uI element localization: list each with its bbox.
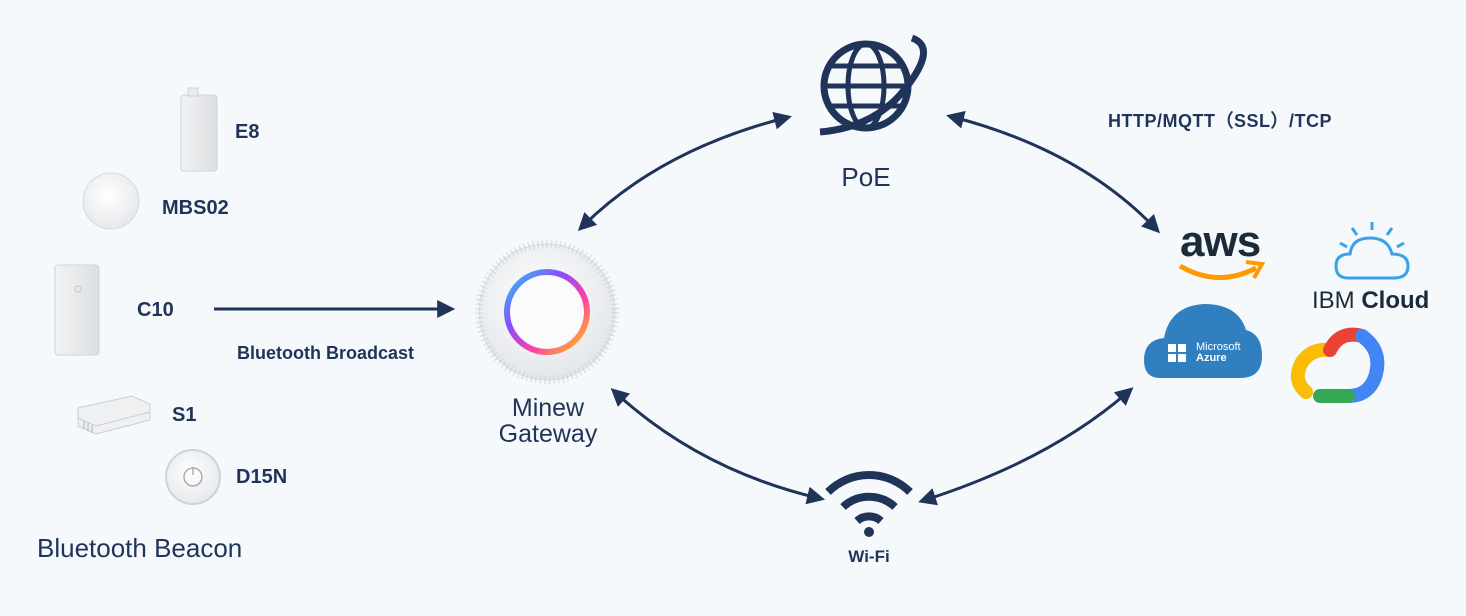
- ibm-cloud-icon: [1334, 222, 1410, 280]
- beacon-label-d15n: D15N: [236, 466, 288, 488]
- broadcast-label: Bluetooth Broadcast: [237, 343, 415, 363]
- protocol-label: HTTP/MQTT（SSL）/TCP: [1108, 111, 1332, 131]
- wifi-icon: [825, 471, 913, 537]
- e8-device: [180, 87, 218, 172]
- ibm-cloud-logo-text: IBM Cloud: [1312, 287, 1429, 315]
- c10-device: [54, 264, 100, 356]
- azure-logo-line2: Azure: [1196, 352, 1227, 364]
- gateway-label: Minew Gateway: [482, 395, 614, 447]
- beacon-group-title: Bluetooth Beacon: [37, 533, 243, 563]
- gateway-wifi-arrow: [610, 388, 826, 505]
- azure-logo-text: Microsoft Azure: [1196, 342, 1241, 364]
- azure-cloud-icon: [1144, 304, 1262, 378]
- s1-device: [77, 395, 151, 435]
- aws-smile-icon: [1178, 260, 1266, 280]
- aws-logo-text: aws: [1180, 217, 1261, 266]
- beacon-label-s1: S1: [172, 404, 197, 426]
- ibm-cloud-prefix: IBM: [1312, 287, 1355, 314]
- ibm-cloud-suffix: Cloud: [1361, 287, 1430, 314]
- gateway-label-line2: Gateway: [498, 420, 598, 448]
- beacon-label-mbs02: MBS02: [162, 197, 229, 219]
- globe-icon: [819, 34, 927, 136]
- beacon-label-e8: E8: [235, 121, 260, 143]
- mbs02-device: [82, 172, 140, 230]
- poe-cloud-arrow: [946, 111, 1160, 234]
- gateway-device-icon: [475, 240, 619, 384]
- azure-logo-line1: Microsoft: [1196, 341, 1241, 353]
- d15n-device: [165, 449, 221, 505]
- gateway-label-line1: Minew: [511, 394, 585, 422]
- wifi-label: Wi-Fi: [848, 547, 890, 566]
- google-cloud-icon: [1290, 327, 1385, 403]
- poe-label: PoE: [841, 162, 891, 192]
- wifi-cloud-arrow: [918, 387, 1134, 506]
- gateway-poe-arrow: [577, 111, 792, 232]
- beacon-label-c10: C10: [137, 299, 174, 321]
